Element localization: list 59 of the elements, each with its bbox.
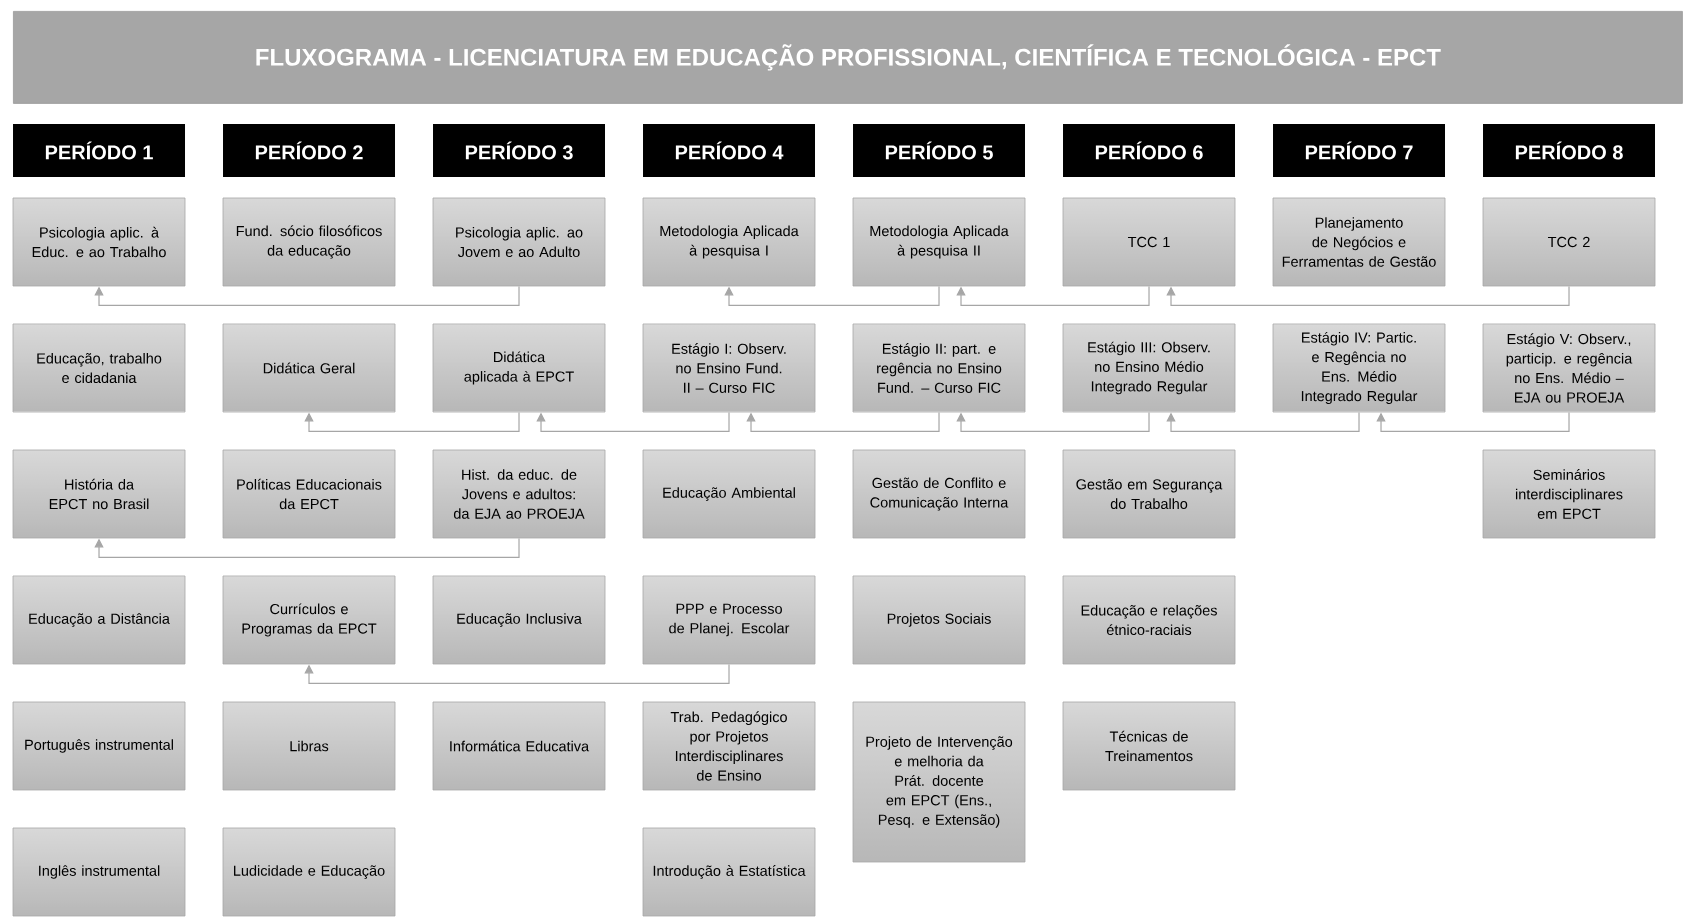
course-box: Didática Geral	[222, 323, 396, 413]
course-box: Estágio I: Observ. no Ensino Fund. II – Curso FIC	[642, 323, 816, 413]
period-header: PERÍODO 2	[223, 124, 395, 177]
arrow	[1376, 411, 1570, 432]
course-box: TCC 1	[1062, 197, 1236, 287]
course-box: Hist. da educ. de Jovens e adultos: da EJA ao PROEJA	[432, 449, 606, 539]
arrow	[956, 285, 1150, 306]
course-box: TCC 2	[1482, 197, 1656, 287]
period-header: PERÍODO 7	[1273, 124, 1445, 177]
course-box: Estágio IV: Partic. e Regência no Ens. Médio Integrado Regular	[1272, 323, 1446, 413]
period-header: PERÍODO 5	[853, 124, 1025, 177]
arrow	[94, 537, 520, 558]
course-box: Psicologia aplic. ao Jovem e ao Adulto	[432, 197, 606, 287]
arrow	[956, 411, 1150, 432]
course-box: Estágio II: part. e regência no Ensino Fund. – Curso FIC	[852, 323, 1026, 413]
arrow	[94, 285, 520, 306]
course-box: Projeto de Intervenção e melhoria da Prát. docente em EPCT (Ens., Pesq. e Extensão)	[852, 701, 1026, 863]
course-box: Inglês instrumental	[12, 827, 186, 917]
course-box: Educação Ambiental	[642, 449, 816, 539]
arrow	[536, 411, 730, 432]
period-header: PERÍODO 1	[13, 124, 185, 177]
course-box: Metodologia Aplicada à pesquisa I	[642, 197, 816, 287]
course-box: Gestão em Segurança do Trabalho	[1062, 449, 1236, 539]
title-banner: FLUXOGRAMA - LICENCIATURA EM EDUCAÇÃO PROFISSIONAL, CIENTÍFICA E TECNOLÓGICA - EPCT	[13, 11, 1683, 104]
arrow	[304, 663, 730, 684]
course-box: Educação Inclusiva	[432, 575, 606, 665]
course-box: Técnicas de Treinamentos	[1062, 701, 1236, 791]
course-box: Metodologia Aplicada à pesquisa II	[852, 197, 1026, 287]
course-box: Introdução à Estatística	[642, 827, 816, 917]
course-box: Gestão de Conflito e Comunicação Interna	[852, 449, 1026, 539]
course-box: Ludicidade e Educação	[222, 827, 396, 917]
course-box: História da EPCT no Brasil	[12, 449, 186, 539]
period-header: PERÍODO 8	[1483, 124, 1655, 177]
course-box: Educação, trabalho e cidadania	[12, 323, 186, 413]
arrow	[304, 411, 520, 432]
course-box: Trab. Pedagógico por Projetos Interdisciplinares de Ensino	[642, 701, 816, 791]
course-box: Informática Educativa	[432, 701, 606, 791]
arrow	[746, 411, 940, 432]
course-box: Educação e relações étnico-raciais	[1062, 575, 1236, 665]
course-box: Seminários interdisciplinares em EPCT	[1482, 449, 1656, 539]
course-box: Libras	[222, 701, 396, 791]
course-box: Educação a Distância	[12, 575, 186, 665]
course-box: Planejamento de Negócios e Ferramentas de Gestão	[1272, 197, 1446, 287]
course-box: Didática aplicada à EPCT	[432, 323, 606, 413]
course-box: PPP e Processo de Planej. Escolar	[642, 575, 816, 665]
period-header: PERÍODO 6	[1063, 124, 1235, 177]
course-box: Políticas Educacionais da EPCT	[222, 449, 396, 539]
arrow	[1166, 285, 1570, 306]
course-box: Currículos e Programas da EPCT	[222, 575, 396, 665]
course-box: Projetos Sociais	[852, 575, 1026, 665]
period-header: PERÍODO 3	[433, 124, 605, 177]
course-box: Estágio V: Observ., particip. e regência no Ens. Médio – EJA ou PROEJA	[1482, 323, 1656, 413]
course-box: Fund. sócio filosóficos da educação	[222, 197, 396, 287]
course-box: Estágio III: Observ. no Ensino Médio Integrado Regular	[1062, 323, 1236, 413]
course-box: Psicologia aplic. à Educ. e ao Trabalho	[12, 197, 186, 287]
arrow	[1166, 411, 1360, 432]
course-box: Português instrumental	[12, 701, 186, 791]
arrow	[724, 285, 940, 306]
period-header: PERÍODO 4	[643, 124, 815, 177]
